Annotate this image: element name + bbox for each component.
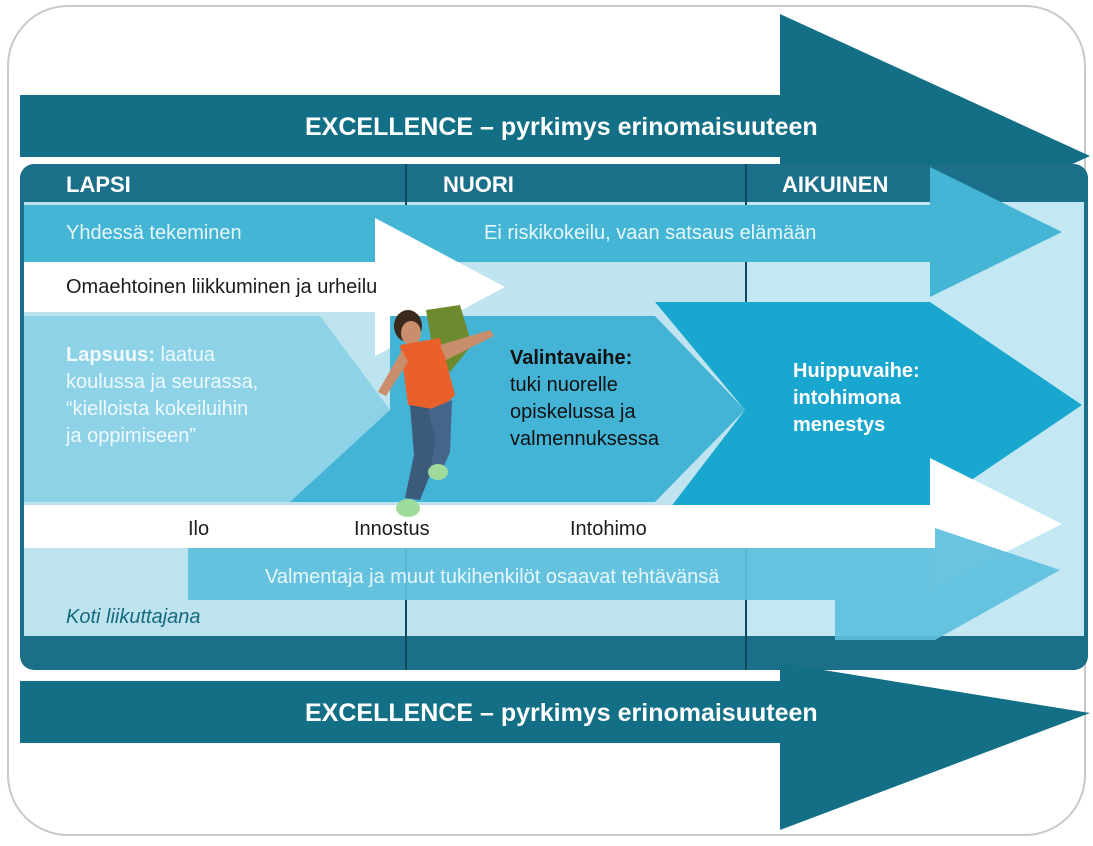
- valintavaihe-line-2: opiskelussa ja: [510, 401, 636, 423]
- valintavaihe-text: Valintavaihe: tuki nuorelle opiskelussa …: [510, 345, 659, 453]
- lapsuus-title: Lapsuus:: [66, 344, 155, 366]
- emotion-innostus: Innostus: [354, 518, 430, 540]
- huippuvaihe-line-2: menestys: [793, 414, 886, 436]
- valmentaja-arrow: [188, 528, 1060, 640]
- valintavaihe-line-1: tuki nuorelle: [510, 374, 618, 396]
- huippuvaihe-title: Huippuvaihe:: [793, 360, 920, 382]
- excellence-top-label: EXCELLENCE – pyrkimys erinomaisuuteen: [305, 113, 818, 141]
- omaehtoinen-arrow: [24, 218, 505, 356]
- valintavaihe-title: Valintavaihe:: [510, 347, 633, 369]
- huippuvaihe-line-1: intohimona: [793, 387, 901, 409]
- yhdessa-label: Yhdessä tekeminen: [66, 222, 242, 244]
- excellence-bottom-label: EXCELLENCE – pyrkimys erinomaisuuteen: [305, 699, 818, 727]
- stage-aikuinen-label: AIKUINEN: [782, 172, 889, 197]
- jumping-boy-figure: [378, 305, 494, 517]
- stage-bottom-band: [24, 636, 1084, 666]
- lapsuus-chevron: [24, 316, 390, 502]
- koti-label: Koti liikuttajana: [66, 606, 201, 628]
- excellence-bottom-arrow: [20, 663, 1090, 830]
- valmentaja-label: Valmentaja ja muut tukihenkilöt osaavat …: [265, 566, 720, 588]
- emotion-ilo: Ilo: [188, 518, 210, 540]
- lapsuus-line-4: ja oppimiseen”: [66, 425, 197, 447]
- riskikokeilu-arrow: [24, 167, 1062, 297]
- emotion-intohimo: Intohimo: [570, 518, 647, 540]
- emotions-arrow: [24, 458, 1062, 590]
- lapsuus-line-3: “kielloista kokeiluihin: [66, 398, 249, 420]
- lapsuus-line-2: koulussa ja seurassa,: [66, 371, 259, 393]
- stage-nuori-label: NUORI: [443, 172, 514, 197]
- valintavaihe-line-3: valmennuksessa: [510, 428, 659, 450]
- riskikokeilu-label: Ei riskikokeilu, vaan satsaus elämään: [484, 222, 817, 244]
- stage-header-band: [24, 168, 1084, 202]
- lapsuus-text: Lapsuus: laatua koulussa ja seurassa, “k…: [66, 342, 258, 450]
- stage-lapsi-label: LAPSI: [66, 172, 131, 197]
- omaehtoinen-label: Omaehtoinen liikkuminen ja urheilu: [66, 276, 378, 298]
- lapsuus-line-1: laatua: [160, 344, 215, 366]
- huippuvaihe-chevron: [655, 302, 1082, 508]
- huippuvaihe-text: Huippuvaihe: intohimona menestys: [793, 358, 920, 439]
